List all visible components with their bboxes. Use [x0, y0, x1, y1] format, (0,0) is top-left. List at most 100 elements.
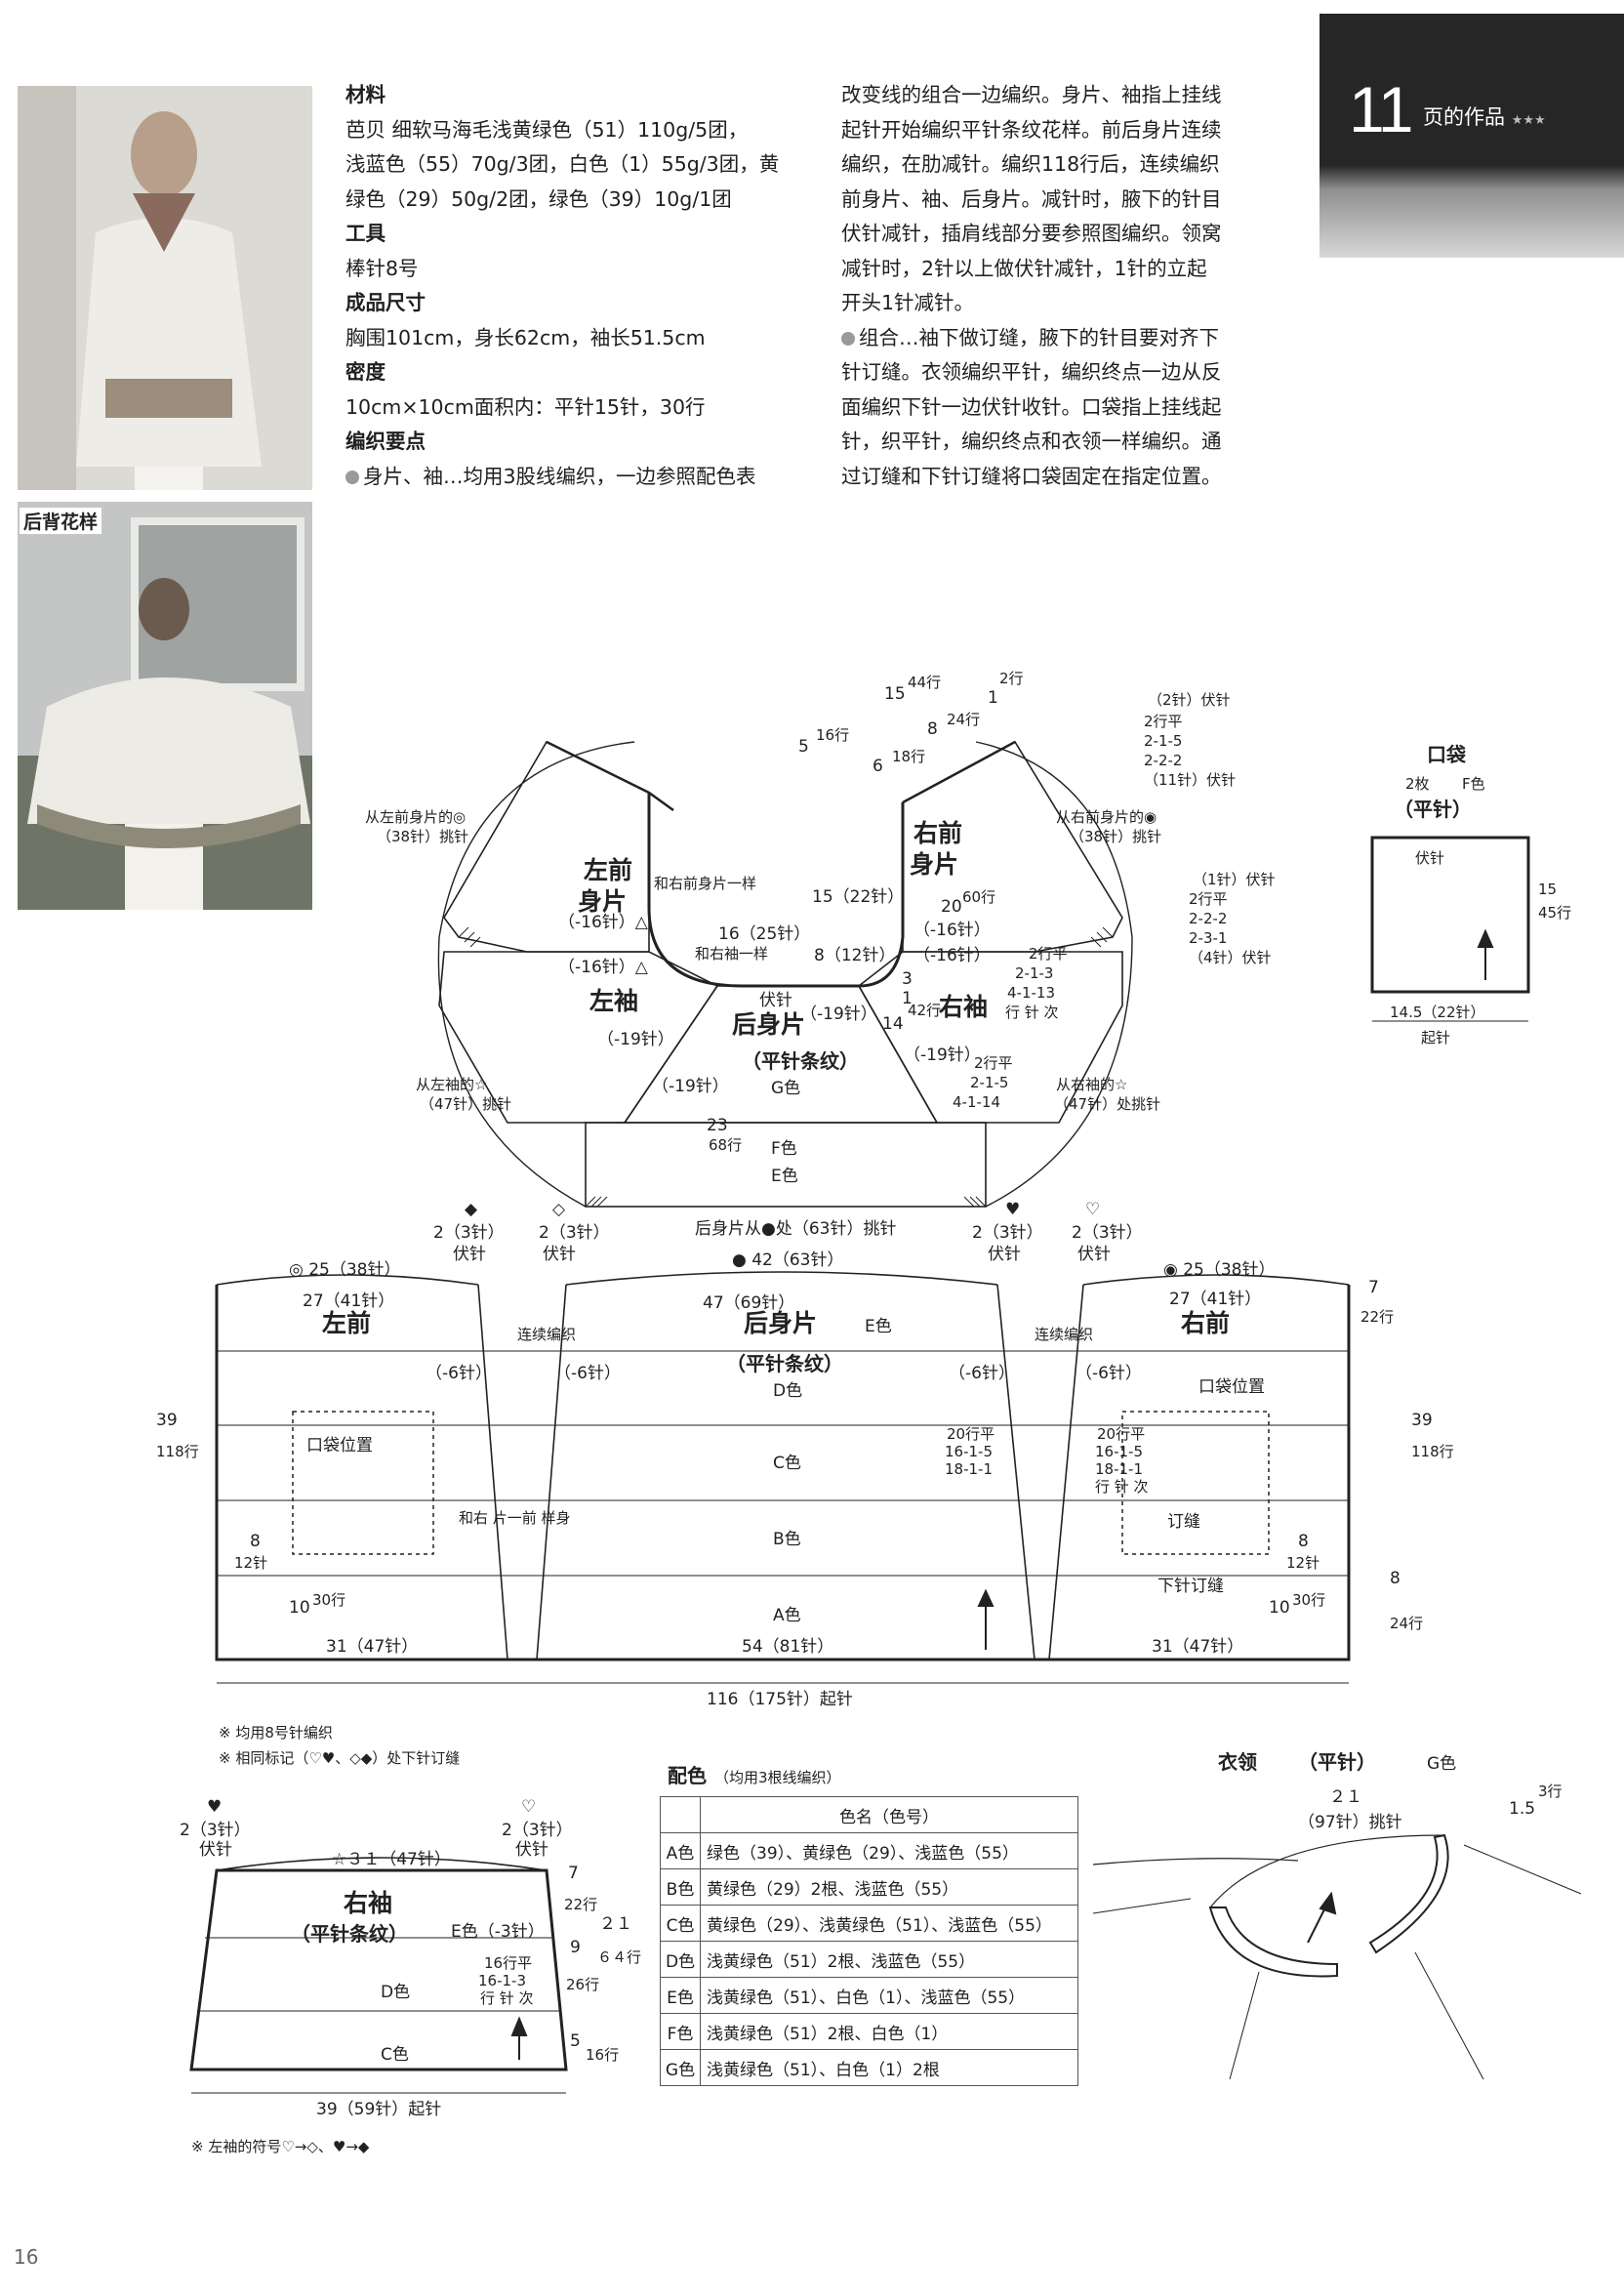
b-12-right: 12针	[1286, 1554, 1320, 1572]
color-table-header: 色名（色号）	[660, 1796, 1078, 1833]
svg-text:18-1-1: 18-1-1	[1095, 1460, 1143, 1478]
top-6: 6	[873, 757, 883, 776]
sleeve-r22: 22行	[564, 1896, 597, 1913]
yoke-right-front-1: 右前	[914, 819, 962, 847]
size-text: 胸围101cm，身长62cm，袖长51.5cm	[345, 325, 706, 349]
collar-height: 1.5	[1509, 1799, 1535, 1819]
note-1: ※ 均用8号针编织	[219, 1724, 333, 1742]
b-30-left: 30行	[312, 1591, 345, 1609]
pocket-width: 14.5（22针）	[1390, 1004, 1485, 1021]
sleeve-bindoff-r: 伏针	[515, 1840, 548, 1860]
yoke-left-sleeve: 左袖	[589, 987, 638, 1015]
b-8-rr: 8	[1390, 1569, 1401, 1588]
diamond-filled-icon: ◆	[465, 1200, 478, 1219]
bindoff-b: 伏针	[543, 1245, 576, 1264]
instr-line: 过订缝和下针订缝将口袋固定在指定位置。	[841, 464, 1222, 488]
dec-label: （-16针）	[914, 921, 991, 940]
sleeve-r9: 9	[570, 1938, 581, 1957]
stitch-label: 订缝	[1167, 1512, 1200, 1532]
pocket-cast: 起针	[1421, 1029, 1450, 1046]
collar-color: G色	[1427, 1754, 1456, 1774]
top-2: 2行	[999, 670, 1024, 687]
svg-text:2-3-1: 2-3-1	[1189, 929, 1227, 947]
bullet-icon	[841, 331, 855, 346]
top-5: 5	[798, 737, 809, 757]
yoke-left-front-2: 身片	[578, 887, 627, 916]
top-right-width: ◉ 25（38针）	[1163, 1260, 1276, 1280]
yoke-g-color: G色	[771, 1079, 800, 1098]
diamond-outline-icon: ◇	[552, 1200, 566, 1219]
yoke-back: 后身片	[732, 1010, 805, 1039]
pocket-pattern: （平针）	[1394, 798, 1472, 821]
neck-dec: 8（12针）	[814, 946, 895, 965]
n-68: 68行	[709, 1136, 742, 1154]
same-as-right: 和右 片一前 样身	[459, 1509, 571, 1527]
page-header-tab	[1320, 14, 1624, 258]
instr-line: 开头1针减针。	[841, 291, 975, 314]
front-photo	[18, 86, 312, 490]
instr-line: 针，织平针，编织终点和衣领一样编织。通	[841, 430, 1222, 453]
svg-text:2-1-3: 2-1-3	[1015, 964, 1053, 982]
band-c: C色	[773, 1454, 801, 1473]
b-24: 24行	[1390, 1615, 1423, 1632]
legend-d: 2行平 2-1-5 4-1-14	[953, 1054, 1013, 1111]
width-54: 54（81针）	[742, 1637, 833, 1657]
width-31-right: 31（47针）	[1152, 1637, 1243, 1657]
dec-label: （-16针）△	[558, 958, 649, 977]
dec-label: （-19针）	[597, 1030, 674, 1049]
pocket-position-right: 口袋位置	[1198, 1377, 1265, 1397]
body-back: 后身片	[744, 1309, 817, 1337]
svg-text:16-1-3: 16-1-3	[478, 1972, 526, 1989]
svg-text:18-1-1: 18-1-1	[945, 1460, 993, 1478]
band-b: B色	[773, 1530, 801, 1549]
table-row: C色黄绿色（29）、浅黄绿色（51）、浅蓝色（55）	[660, 1905, 1078, 1942]
svg-text:（1针）伏针: （1针）伏针	[1193, 871, 1276, 888]
bindoff-c: 伏针	[988, 1245, 1021, 1264]
page-number: 16	[14, 2245, 39, 2269]
work-number: 11	[1349, 73, 1414, 145]
side-rule-1: 20行平 16-1-5 18-1-1	[945, 1425, 995, 1478]
collar-title: 衣领	[1218, 1750, 1257, 1774]
height-39-right: 39	[1411, 1411, 1433, 1430]
b-10-right: 10	[1269, 1598, 1290, 1618]
yoke-right-front-2: 身片	[910, 850, 958, 879]
collar-width: ２１	[1329, 1787, 1362, 1807]
sleeve-top: ☆３１（47针）	[332, 1850, 451, 1869]
note-2: ※ 相同标记（♡♥、◇◆）处下针订缝	[219, 1749, 460, 1767]
back-photo	[18, 502, 312, 910]
svg-text:4-1-13: 4-1-13	[1007, 984, 1055, 1002]
n-3: 3	[902, 969, 913, 989]
dec-label: （-19针）	[904, 1046, 981, 1065]
svg-text:行 针 次: 行 针 次	[480, 1989, 534, 2007]
same-right-sleeve: 和右袖一样	[695, 945, 768, 963]
dec-6: （-6针）	[426, 1364, 492, 1383]
continue-left: 连续编织	[517, 1326, 576, 1343]
body-back-color: E色	[865, 1317, 892, 1336]
b-8-right: 8	[1298, 1532, 1309, 1551]
k2a: 2（3针）	[433, 1223, 505, 1243]
body-right-front: 右前	[1181, 1309, 1230, 1337]
dec-6: （-6针）	[1076, 1364, 1142, 1383]
sleeve-bindoff-l: 伏针	[199, 1840, 232, 1860]
sleeve-width: 39（59针）起针	[316, 2100, 441, 2119]
svg-text:2行平: 2行平	[1029, 945, 1068, 963]
materials-line-3: 绿色（29）50g/2团，绿色（39）10g/1团	[345, 186, 732, 211]
materials-line-2: 浅蓝色（55）70g/3团，白色（1）55g/3团，黄	[345, 152, 780, 176]
dec-6: （-6针）	[554, 1364, 621, 1383]
band-a: A色	[773, 1606, 801, 1625]
heart-outline-icon: ♡	[1085, 1200, 1100, 1219]
sleeve-r64: ６４行	[597, 1948, 641, 1966]
color-table-subtitle: （均用3根线编织）	[714, 1769, 841, 1786]
sleeve-e: E色（-3针）	[451, 1922, 545, 1942]
sleeve-c: C色	[381, 2045, 409, 2065]
color-table-title: 配色	[668, 1764, 707, 1787]
svg-text:2-2-2: 2-2-2	[1189, 910, 1227, 927]
width-47: 47（69针）	[703, 1293, 794, 1313]
neck-60: 60行	[962, 888, 995, 906]
n-1: 1	[902, 989, 913, 1008]
pick-left-front-2: （38针）挑针	[377, 828, 468, 845]
instr-line: 面编织下针一边伏针收针。口袋指上挂线起	[841, 394, 1222, 419]
svg-text:（11针）伏针: （11针）伏针	[1144, 771, 1236, 789]
svg-text:（4针）伏针: （4针）伏针	[1189, 949, 1272, 966]
instr-line: 减针时，2针以上做伏针减针，1针的立起	[841, 256, 1207, 280]
